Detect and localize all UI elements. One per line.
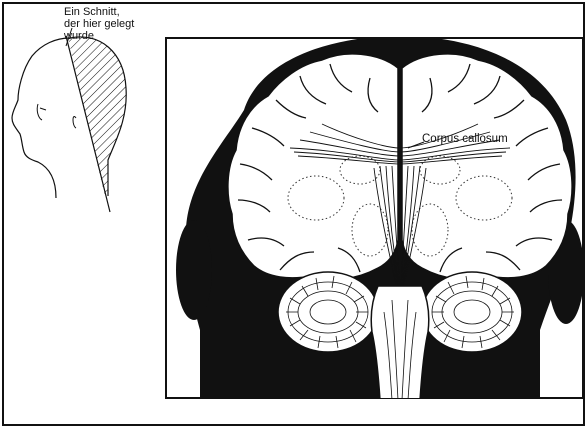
ear <box>73 117 76 128</box>
brain-section <box>166 36 584 400</box>
cerebellum-right <box>422 272 522 352</box>
brainstem <box>371 286 429 400</box>
hatched-region <box>68 30 128 210</box>
cut-label-line1: Ein Schnitt, <box>64 6 134 18</box>
head-profile <box>12 28 128 212</box>
cut-label-line2: der hier gelegt <box>64 18 134 30</box>
corpus-callosum-label: Corpus callosum <box>422 133 508 145</box>
cerebellum-left <box>278 272 378 352</box>
cut-label-line3: wurde <box>64 30 134 42</box>
cut-label: Ein Schnitt, der hier gelegt wurde <box>64 6 134 42</box>
